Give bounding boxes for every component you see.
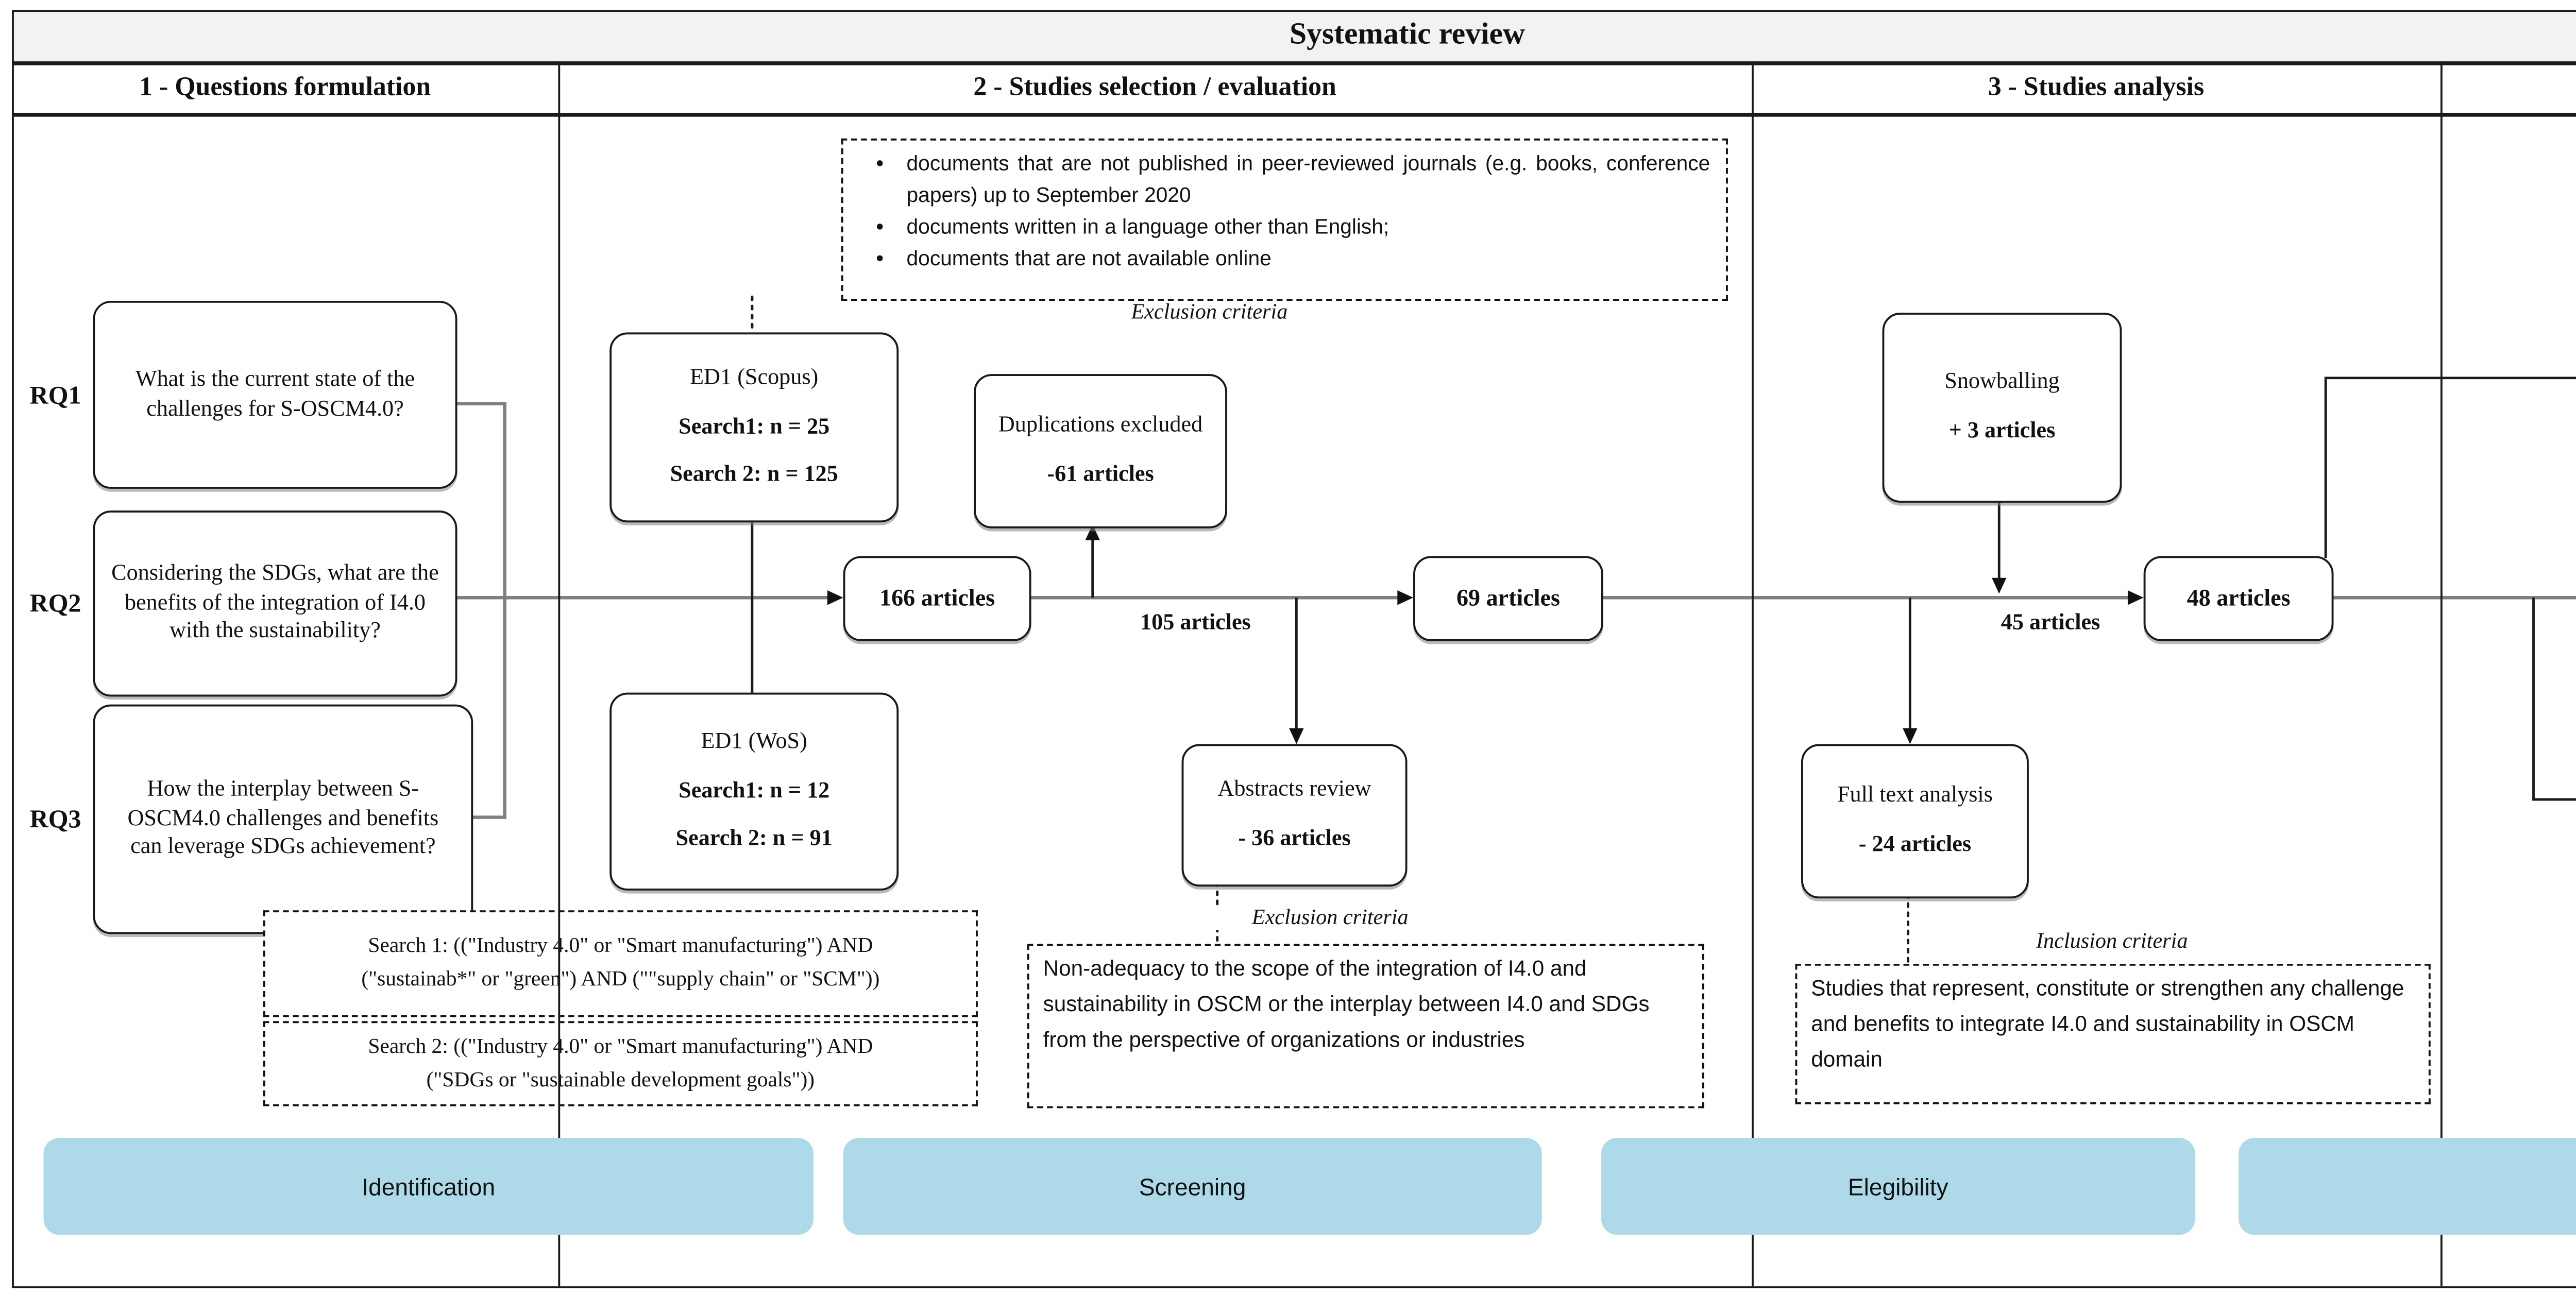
ed1-wos-box: ED1 (WoS) Search1: n = 12 Search 2: n = …	[609, 692, 899, 891]
header-divider	[12, 112, 2576, 116]
articles-48-box: 48 articles	[2143, 556, 2334, 641]
fulltext-title: Full text analysis	[1837, 784, 1993, 808]
duplications-excluded-box: Duplications excluded -61 articles	[974, 374, 1227, 528]
abstracts-title: Abstracts review	[1217, 778, 1371, 803]
rq3-text: How the interplay between S-OSCM4.0 chal…	[127, 777, 439, 860]
inclusion-criteria-label: Inclusion criteria	[1973, 930, 2251, 954]
ed1-scopus-title: ED1 (Scopus)	[690, 366, 819, 390]
ed1-scopus-box: ED1 (Scopus) Search1: n = 25 Search 2: n…	[609, 332, 899, 523]
exclusion-item: documents written in a language other th…	[903, 213, 1710, 245]
rq3-label: RQ3	[29, 803, 81, 833]
search2-line1: Search 2: (("Industry 4.0" or "Smart man…	[368, 1034, 873, 1059]
column-header-selection: 2 - Studies selection / evaluation	[558, 65, 1752, 109]
exclusion-item: documents that are not published in peer…	[903, 150, 1710, 213]
column-header-results: 4 - Results description	[2441, 65, 2576, 109]
column-header-label: 2 - Studies selection / evaluation	[973, 71, 1336, 101]
exclusion-item-text: documents that are not available online	[906, 246, 1272, 271]
snowballing-box: Snowballing + 3 articles	[1882, 313, 2122, 503]
search2-query-box: Search 2: (("Industry 4.0" or "Smart man…	[263, 1021, 978, 1106]
ed1-wos-title: ED1 (WoS)	[701, 730, 807, 754]
search1-query-box: Search 1: (("Industry 4.0" or "Smart man…	[263, 910, 978, 1017]
stage-bar-included: Included	[2239, 1138, 2576, 1235]
stage-label: Elegibility	[1848, 1172, 1948, 1201]
duplications-count: -61 articles	[1047, 463, 1154, 487]
title-bar	[12, 10, 2576, 65]
stage-bar-elegibility: Elegibility	[1601, 1138, 2195, 1235]
ed1-scopus-search1: Search1: n = 25	[679, 415, 830, 439]
column-separator-1	[558, 61, 561, 1287]
rq1-box: What is the current state of the challen…	[93, 300, 457, 489]
rq3-box: How the interplay between S-OSCM4.0 chal…	[93, 704, 473, 934]
articles-105-label: 105 articles	[1140, 611, 1251, 636]
full-text-analysis-box: Full text analysis - 24 articles	[1801, 744, 2029, 899]
articles-48-text: 48 articles	[2187, 584, 2291, 612]
articles-45-label: 45 articles	[2001, 611, 2100, 636]
articles-69-box: 69 articles	[1413, 556, 1603, 641]
search1-line1: Search 1: (("Industry 4.0" or "Smart man…	[368, 934, 873, 959]
exclusion-criteria-top-label: Exclusion criteria	[1071, 300, 1348, 325]
snowballing-count: + 3 articles	[1948, 419, 2056, 444]
ed1-wos-search1: Search1: n = 12	[679, 779, 830, 803]
articles-69-text: 69 articles	[1456, 584, 1560, 612]
stage-bar-identification: Identification	[43, 1138, 814, 1235]
column-separator-2	[1751, 61, 1755, 1287]
search1-line2: ("sustainab*" or "green") AND (""supply …	[361, 967, 880, 992]
abstracts-review-box: Abstracts review - 36 articles	[1181, 744, 1408, 887]
exclusion-item-text: documents that are not published in peer…	[906, 152, 1710, 208]
non-adequacy-criteria-box: Non-adequacy to the scope of the integra…	[1027, 944, 1704, 1109]
column-header-analysis: 3 - Studies analysis	[1752, 65, 2441, 109]
abstracts-count: - 36 articles	[1238, 827, 1351, 851]
inclusion-criteria-text: Studies that represent, constitute or st…	[1811, 977, 2404, 1072]
rq2-label: RQ2	[29, 588, 81, 618]
ed1-scopus-search2: Search 2: n = 125	[670, 464, 838, 488]
column-header-questions: 1 - Questions formulation	[12, 65, 558, 109]
rq1-text: What is the current state of the challen…	[135, 367, 415, 421]
rq2-text: Considering the SDGs, what are the benef…	[111, 561, 439, 644]
non-adequacy-text: Non-adequacy to the scope of the integra…	[1043, 958, 1650, 1052]
column-header-label: 3 - Studies analysis	[1988, 71, 2205, 101]
articles-166-text: 166 articles	[879, 584, 995, 612]
snowballing-title: Snowballing	[1944, 370, 2060, 395]
column-separator-3	[2440, 61, 2444, 1287]
stage-bar-screening: Screening	[843, 1138, 1542, 1235]
rq1-label: RQ1	[29, 380, 81, 410]
exclusion-item: documents that are not available online	[903, 245, 1710, 276]
exclusion-criteria-bottom-label: Exclusion criteria	[1191, 906, 1469, 930]
column-header-label: 1 - Questions formulation	[139, 71, 431, 101]
stage-label: Identification	[362, 1172, 496, 1201]
stage-label: Screening	[1139, 1172, 1246, 1201]
search2-line2: ("SDGs or "sustainable development goals…	[426, 1067, 815, 1092]
inclusion-criteria-box: Studies that represent, constitute or st…	[1795, 963, 2431, 1104]
duplications-title: Duplications excluded	[998, 414, 1203, 438]
exclusion-criteria-top-box: documents that are not published in peer…	[841, 138, 1728, 301]
diagram-title: Systematic review	[1290, 18, 1525, 52]
exclusion-item-text: documents written in a language other th…	[906, 215, 1389, 240]
rq2-box: Considering the SDGs, what are the benef…	[93, 510, 457, 697]
articles-166-box: 166 articles	[843, 556, 1031, 641]
ed1-wos-search2: Search 2: n = 91	[675, 828, 833, 852]
exclusion-criteria-list: documents that are not published in peer…	[843, 150, 1726, 276]
fulltext-count: - 24 articles	[1858, 833, 1972, 857]
